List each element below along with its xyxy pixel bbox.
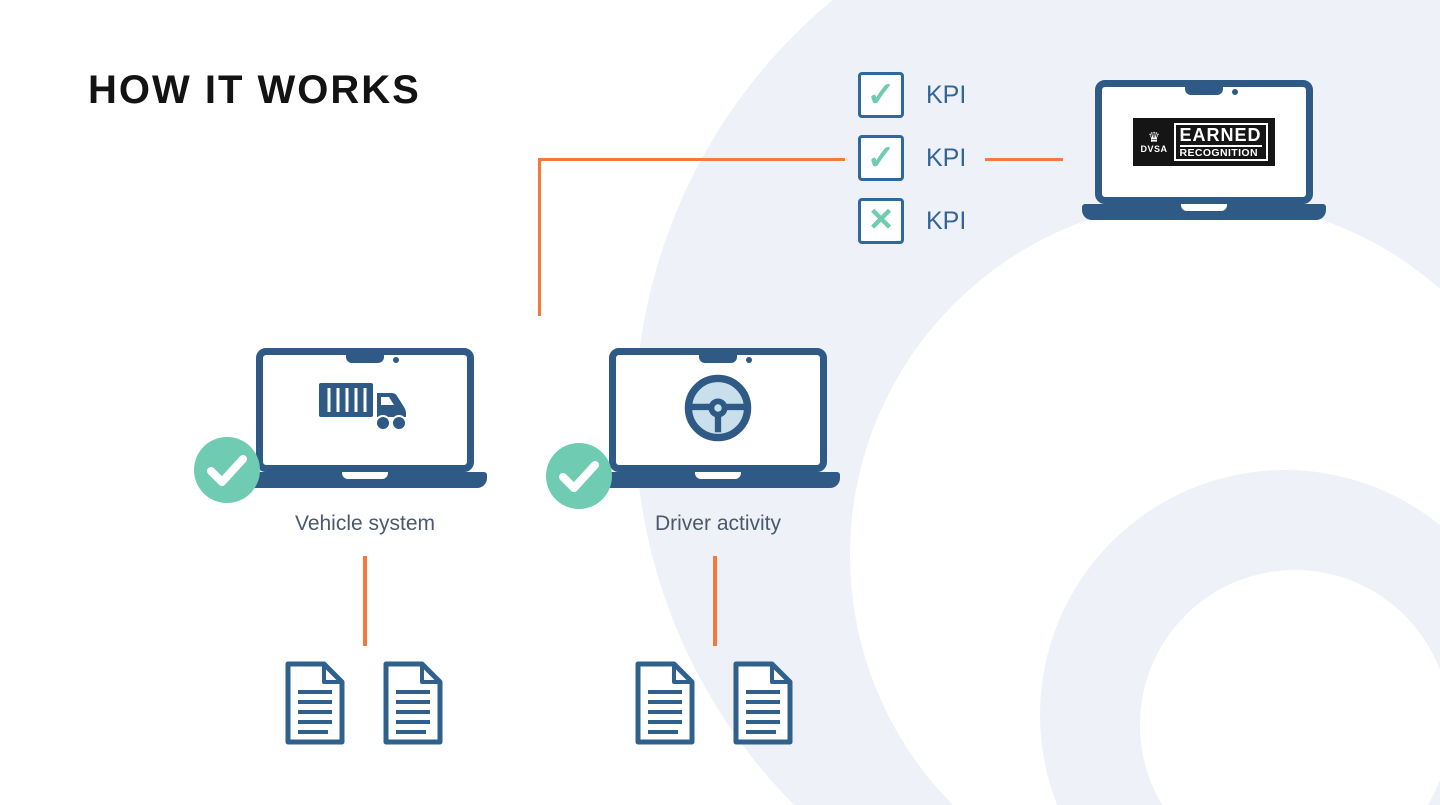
document-icon xyxy=(284,660,346,751)
laptop-base xyxy=(243,472,487,488)
kpi-row: × KPI xyxy=(858,198,966,244)
connector-horizontal-left xyxy=(539,158,845,161)
earned-recognition-logo: ♛ DVSA EARNED RECOGNITION xyxy=(1133,117,1275,167)
laptop-base-notch xyxy=(695,472,741,479)
driver-activity-label: Driver activity xyxy=(654,512,781,535)
crown-icon: ♛ xyxy=(1147,129,1161,145)
laptop-base xyxy=(1082,204,1326,220)
check-icon: ✓ xyxy=(866,139,896,177)
connector-horizontal-right xyxy=(985,158,1063,161)
steering-wheel-icon xyxy=(680,370,756,451)
laptop-base xyxy=(596,472,840,488)
cross-icon: × xyxy=(869,197,893,241)
kpi-checklist: ✓ KPI ✓ KPI × KPI xyxy=(858,72,966,244)
camera-dot-icon xyxy=(393,357,399,363)
laptop-screen xyxy=(256,348,474,472)
camera-dot-icon xyxy=(746,357,752,363)
background-circle-inner-white xyxy=(1140,570,1440,805)
camera-dot-icon xyxy=(1232,89,1238,95)
laptop-notch xyxy=(1185,86,1223,95)
page-title: HOW IT WORKS xyxy=(88,68,421,112)
laptop-screen xyxy=(609,348,827,472)
laptop-notch xyxy=(699,354,737,363)
kpi-label: KPI xyxy=(926,206,967,235)
recognition-text: RECOGNITION xyxy=(1179,144,1262,159)
kpi-checkbox: × xyxy=(858,198,904,244)
check-icon xyxy=(559,461,599,492)
earned-recognition-wordmark: EARNED RECOGNITION xyxy=(1173,122,1268,162)
check-icon: ✓ xyxy=(866,76,896,114)
truck-icon xyxy=(315,379,415,442)
laptop-base-notch xyxy=(1181,204,1227,211)
earned-recognition-laptop: ♛ DVSA EARNED RECOGNITION xyxy=(1082,80,1326,220)
earned-text: EARNED xyxy=(1179,124,1262,145)
driver-activity-laptop xyxy=(596,348,840,488)
document-icon xyxy=(634,660,696,751)
kpi-checkbox: ✓ xyxy=(858,72,904,118)
kpi-row: ✓ KPI xyxy=(858,135,966,181)
laptop-screen: ♛ DVSA EARNED RECOGNITION xyxy=(1095,80,1313,204)
vehicle-system-laptop xyxy=(243,348,487,488)
laptop-base-notch xyxy=(342,472,388,479)
document-icon xyxy=(732,660,794,751)
vehicle-system-label: Vehicle system xyxy=(294,512,436,535)
kpi-label: KPI xyxy=(926,80,967,109)
check-icon xyxy=(207,455,247,486)
document-icon xyxy=(382,660,444,751)
check-badge xyxy=(546,443,612,509)
connector-vertical-main xyxy=(538,158,541,316)
kpi-row: ✓ KPI xyxy=(858,72,966,118)
kpi-label: KPI xyxy=(926,143,967,172)
dvsa-text: DVSA xyxy=(1140,144,1168,154)
laptop-notch xyxy=(346,354,384,363)
check-badge xyxy=(194,437,260,503)
connector-vehicle-documents xyxy=(363,556,367,646)
kpi-checkbox: ✓ xyxy=(858,135,904,181)
connector-driver-documents xyxy=(713,556,717,646)
dvsa-mark: ♛ DVSA xyxy=(1140,130,1167,154)
